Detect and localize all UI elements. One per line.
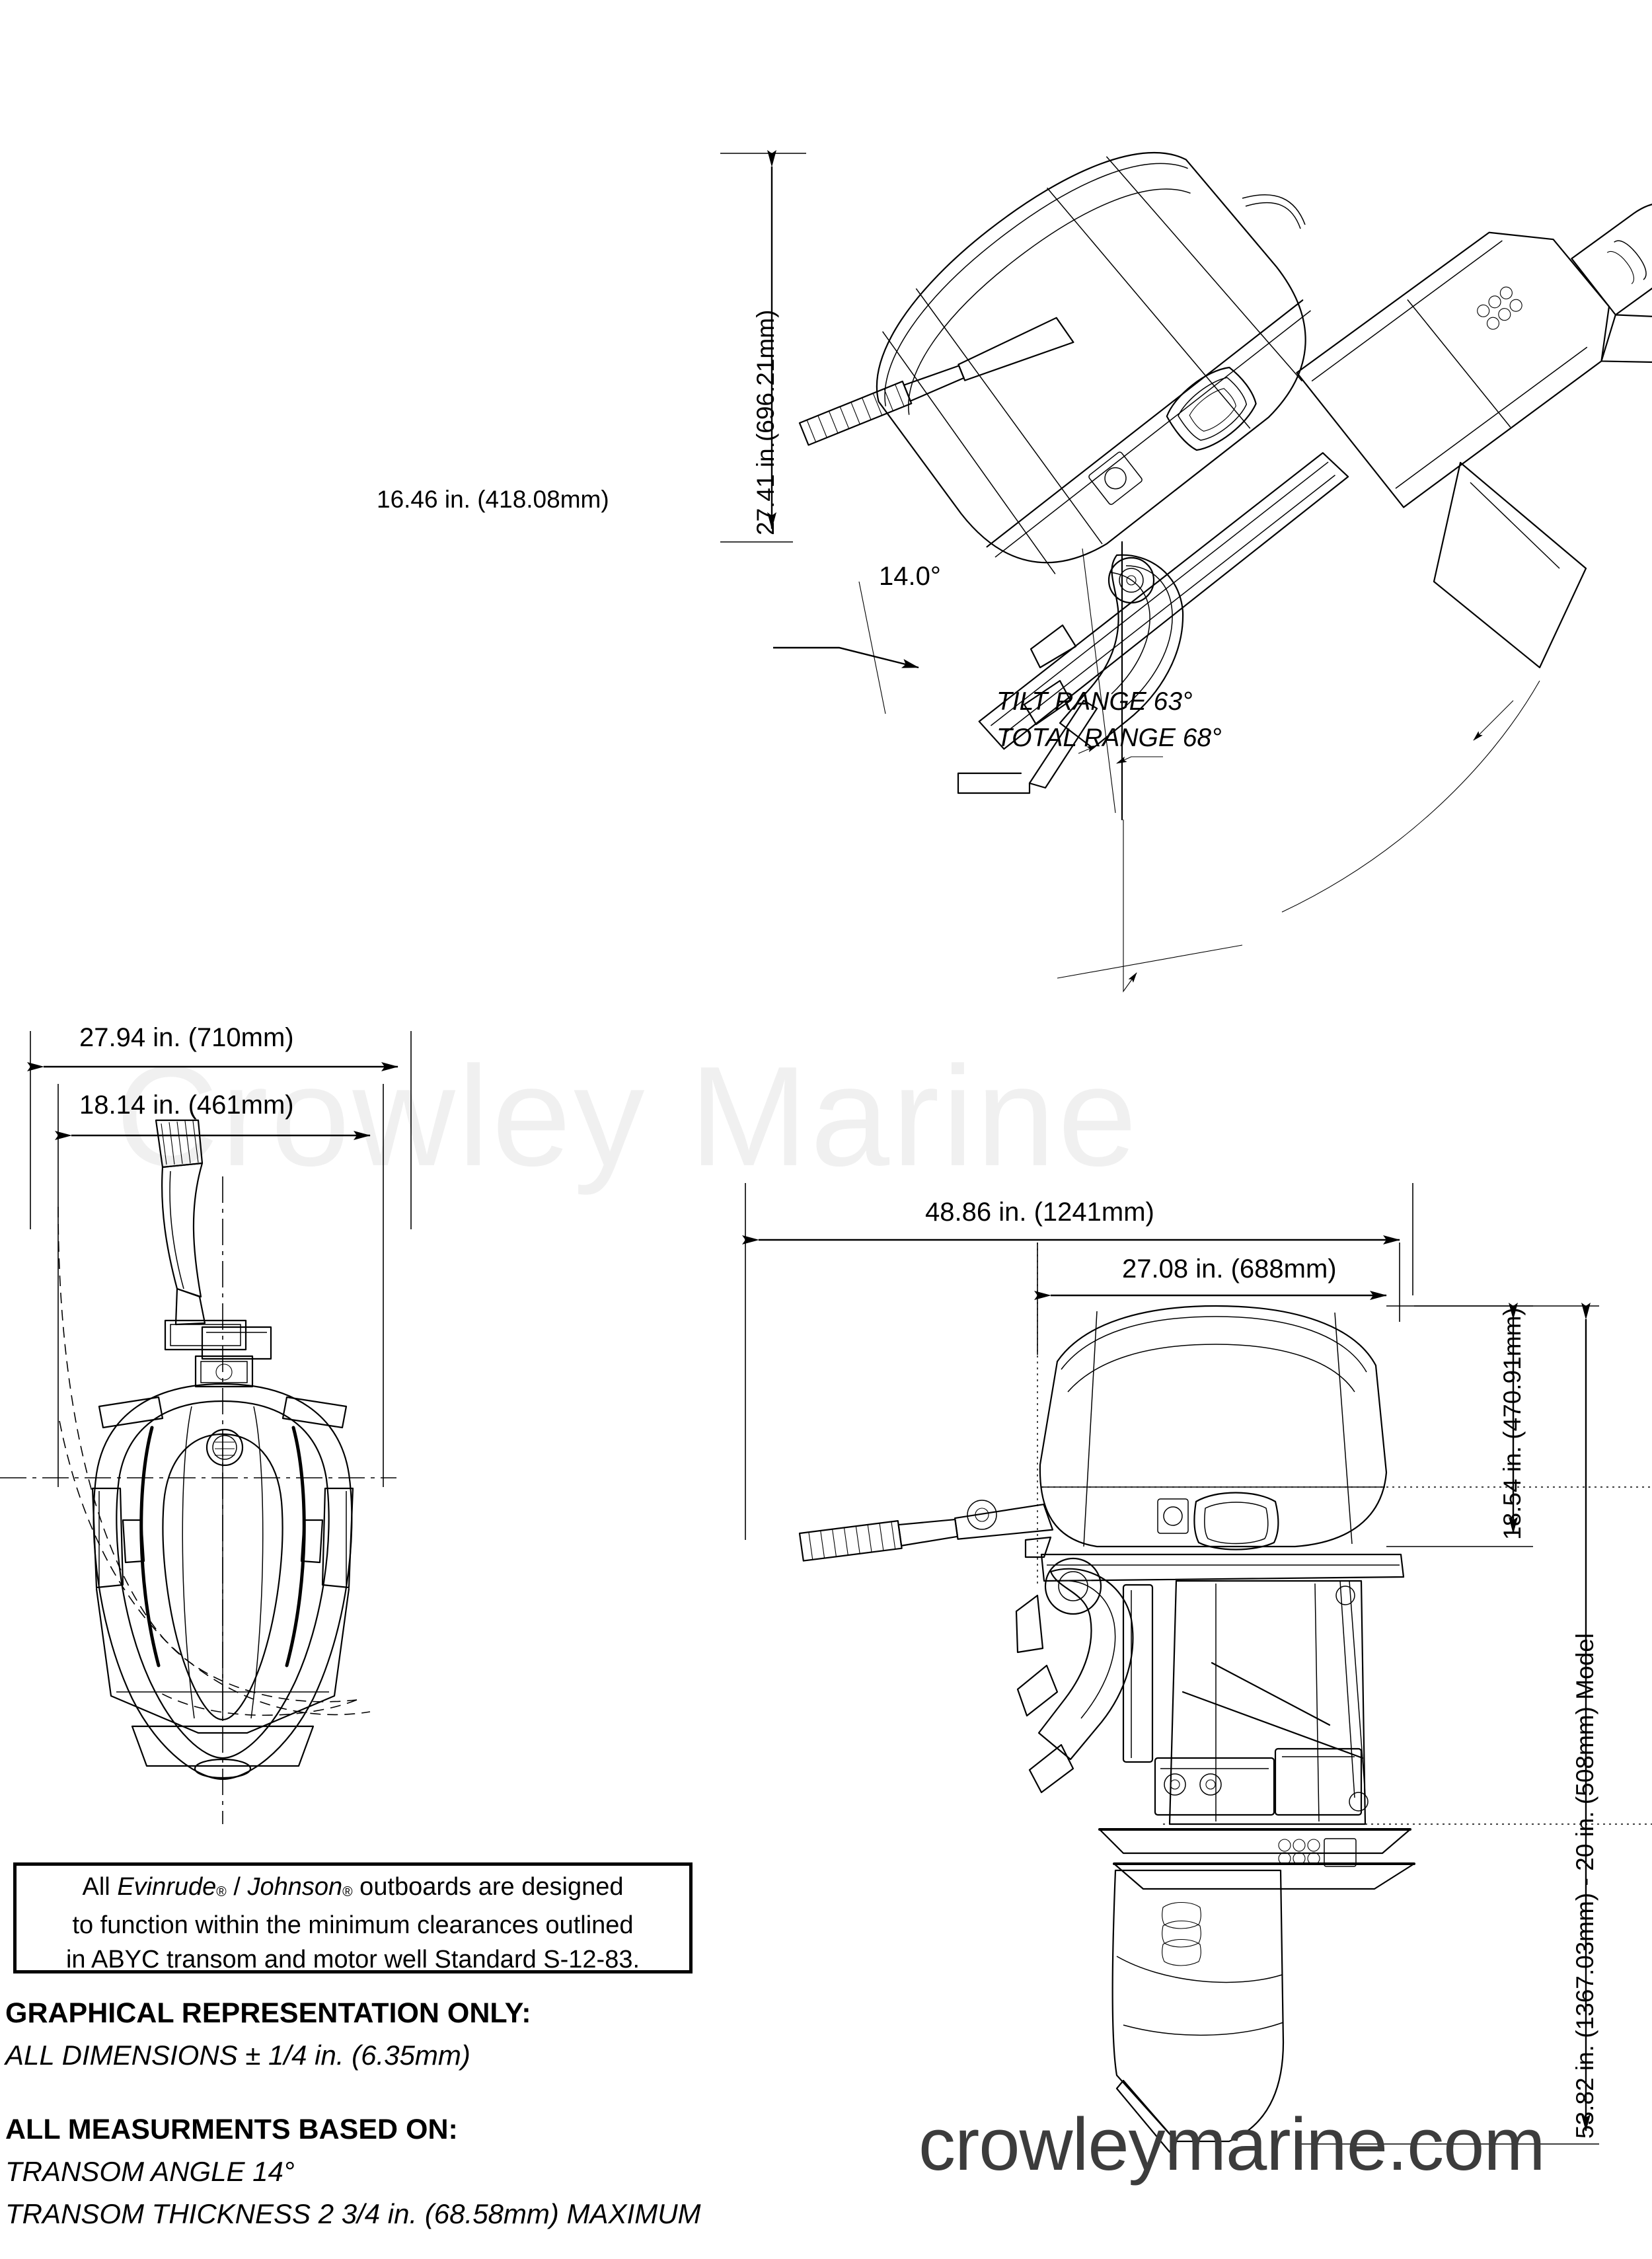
legal-heading-graphical: GRAPHICAL REPRESENTATION ONLY: <box>5 1997 531 2029</box>
dim-label-overall-height: 53.82 in. (1367.03mm) - 20 in. (508mm) M… <box>1571 1632 1598 2139</box>
transom-plate-tilted <box>957 699 1098 794</box>
abyc-line1-post: outboards are designed <box>352 1873 624 1901</box>
dim-label-overall-length: 48.86 in. (1241mm) <box>925 1198 1154 1227</box>
dim-height-tilted <box>720 150 806 543</box>
abyc-note-box: All Evinrude® / Johnson® outboards are d… <box>13 1862 693 1973</box>
abyc-line-3: in ABYC transom and motor well Standard … <box>65 1946 640 1973</box>
dim-label-overall-width: 27.94 in. (710mm) <box>79 1023 294 1052</box>
annotation-tilt-range: TILT RANGE 63° <box>996 687 1193 716</box>
side-outboard-drawing <box>798 1305 1415 2153</box>
dim-transom-angle <box>1078 541 1163 821</box>
dim-label-transom-angle: 14.0° <box>879 562 941 591</box>
abyc-line-1: All Evinrude® / Johnson® outboards are d… <box>17 1870 689 1908</box>
abyc-brand-evinrude: Evinrude <box>117 1873 217 1901</box>
dim-label-cowl-height: 18.54 in. (470.91mm) <box>1499 1307 1526 1540</box>
legal-heading-measurements: ALL MEASURMENTS BASED ON: <box>5 2114 458 2145</box>
tilted-outboard-drawing <box>798 151 1652 794</box>
registered-mark-2: ® <box>342 1884 353 1899</box>
dim-offset-tilted <box>773 581 919 714</box>
dim-label-offset-tilted: 16.46 in. (418.08mm) <box>377 486 609 513</box>
tilt-range-leaders <box>1057 680 1540 993</box>
dim-label-cowl-length: 27.08 in. (688mm) <box>1122 1254 1337 1283</box>
legal-body-dimensions: ALL DIMENSIONS ± 1/4 in. (6.35mm) <box>5 2040 470 2071</box>
dim-cowl-width <box>55 1084 384 1163</box>
legal-body-transom-angle: TRANSOM ANGLE 14° <box>5 2156 295 2187</box>
dim-overall-height <box>1295 1303 1599 2145</box>
dim-label-cowl-width: 18.14 in. (461mm) <box>79 1091 294 1120</box>
top-outboard-drawing <box>0 1119 396 1824</box>
annotation-total-range: TOTAL RANGE 68° <box>996 724 1222 752</box>
abyc-line-2: to function within the minimum clearance… <box>72 1911 634 1939</box>
footer-url-crowleymarine: crowleymarine.com <box>919 2103 1546 2186</box>
dim-overall-length <box>742 1183 1413 1540</box>
abyc-line1-pre: All <box>82 1873 118 1901</box>
abyc-line1-mid: / <box>226 1873 248 1901</box>
registered-mark-1: ® <box>216 1884 227 1899</box>
abyc-brand-johnson: Johnson <box>247 1873 343 1901</box>
dim-label-height-tilted: 27.41 in.(696.21mm) <box>752 309 779 535</box>
legal-body-transom-thickness: TRANSOM THICKNESS 2 3/4 in. (68.58mm) MA… <box>5 2198 701 2229</box>
dim-overall-width <box>27 1031 412 1097</box>
